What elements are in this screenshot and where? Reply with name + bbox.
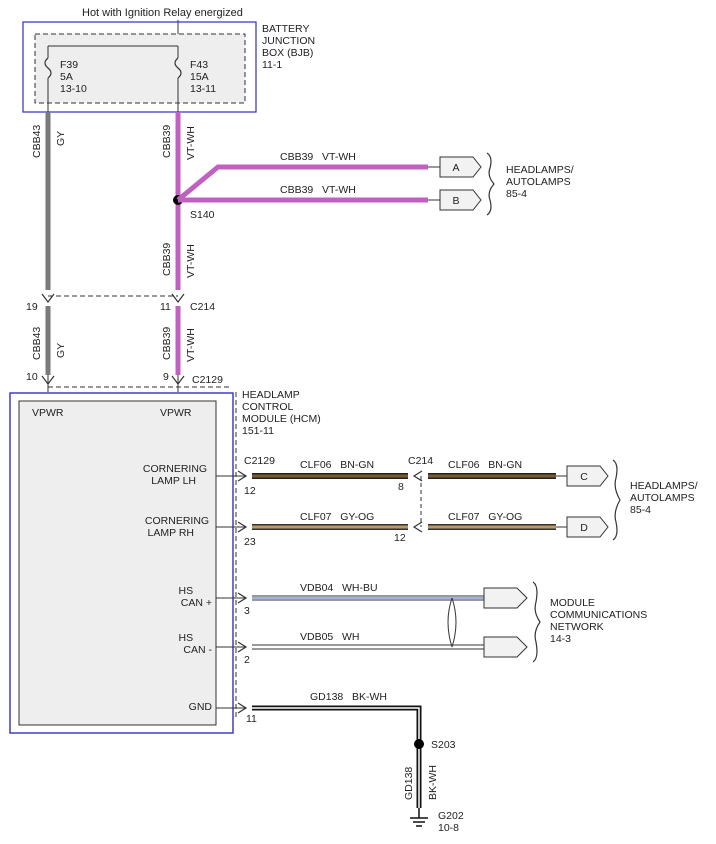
cbb39-upper-color: VT-WH bbox=[185, 126, 197, 160]
splice-s203 bbox=[414, 739, 424, 749]
ground-symbol-icon bbox=[410, 817, 428, 827]
pin-12-number: 12 bbox=[244, 485, 256, 497]
vpwr-left-label: VPWR bbox=[32, 407, 64, 419]
c214-pin12: 12 bbox=[394, 532, 406, 544]
pin-2-number: 2 bbox=[244, 654, 250, 666]
c214-pin8-arrow bbox=[412, 470, 423, 482]
c2129-right-arrow bbox=[171, 375, 185, 385]
c214-right-pin: 11 bbox=[160, 301, 171, 313]
headlamps-mid-brace bbox=[612, 459, 621, 541]
connector-a: A bbox=[439, 156, 482, 178]
hcm-title: HEADLAMP CONTROL MODULE (HCM) 151-11 bbox=[242, 389, 324, 437]
vdb04-label: VDB04 WH-BU bbox=[300, 582, 378, 594]
c214-right-arrow bbox=[171, 293, 185, 303]
fuse-f43-symbol bbox=[174, 57, 182, 79]
c214-left-arrow bbox=[41, 293, 55, 303]
connector-b: B bbox=[439, 189, 482, 211]
splice-s140-label: S140 bbox=[190, 209, 215, 221]
hcm-outline bbox=[9, 392, 234, 734]
connector-c: C bbox=[566, 465, 609, 487]
c2129-mid-label: C2129 bbox=[244, 455, 275, 467]
cbb43-upper-circuit: CBB43 bbox=[31, 125, 43, 158]
vpwr-right-label: VPWR bbox=[160, 407, 192, 419]
gd138-horizontal-label: GD138 BK-WH bbox=[310, 691, 387, 703]
can-minus-connector bbox=[483, 636, 528, 658]
network-brace bbox=[532, 581, 541, 663]
g202-label: G202 10-8 bbox=[438, 810, 467, 834]
svg-text:C: C bbox=[580, 471, 588, 483]
c214-inline-label: C214 bbox=[408, 455, 433, 467]
gd138-vertical-circuit: GD138 bbox=[403, 767, 415, 800]
pin-3-number: 3 bbox=[244, 605, 250, 617]
c2129-label: C2129 bbox=[192, 374, 223, 386]
headlamps-mid-label: HEADLAMPS/ AUTOLAMPS 85-4 bbox=[630, 480, 701, 516]
can-plus-connector bbox=[483, 587, 528, 609]
branch-a-label: CBB39 VT-WH bbox=[280, 151, 356, 163]
wire-gd138 bbox=[252, 707, 420, 808]
c2129-left-arrow bbox=[41, 375, 55, 385]
svg-text:A: A bbox=[452, 162, 459, 174]
cbb39-mid-color: VT-WH bbox=[185, 244, 197, 278]
cbb39-lower-circuit: CBB39 bbox=[161, 327, 173, 360]
wire-branch-a bbox=[176, 164, 428, 202]
fuse-f39-symbol bbox=[44, 57, 52, 79]
bjb-outline bbox=[22, 21, 257, 113]
pin-cornering-rh-label: CORNERING LAMP RH bbox=[145, 515, 212, 539]
svg-text:D: D bbox=[580, 522, 588, 534]
pin-hs-can-plus-label: HS CAN + bbox=[178, 585, 212, 609]
pin-hs-can-minus-label: HS CAN - bbox=[178, 632, 212, 656]
gd138-vertical-color: BK-WH bbox=[427, 765, 439, 800]
clf06-right-label: CLF06 BN-GN bbox=[448, 459, 522, 471]
cbb43-lower-circuit: CBB43 bbox=[31, 327, 43, 360]
cbb39-mid-circuit: CBB39 bbox=[161, 243, 173, 276]
fuse-f39-label: F39 5A 13-10 bbox=[60, 59, 87, 95]
clf07-left-label: CLF07 GY-OG bbox=[300, 511, 374, 523]
hcm-body bbox=[18, 400, 217, 726]
twisted-pair-symbol bbox=[447, 597, 457, 648]
branch-b-label: CBB39 VT-WH bbox=[280, 184, 356, 196]
connector-d: D bbox=[566, 516, 609, 538]
feed-label: Hot with Ignition Relay energized bbox=[82, 7, 243, 19]
c214-left-pin: 19 bbox=[26, 301, 38, 313]
pin-23-number: 23 bbox=[244, 536, 256, 548]
c214-pin12-arrow bbox=[412, 521, 423, 533]
c2129-left-pin: 10 bbox=[26, 371, 38, 383]
headlamps-top-brace bbox=[486, 152, 495, 216]
cbb39-upper-circuit: CBB39 bbox=[161, 125, 173, 158]
pin-gnd-label: GND bbox=[189, 701, 213, 713]
c2129-right-pin: 9 bbox=[163, 371, 169, 383]
splice-s203-label: S203 bbox=[431, 739, 456, 751]
bjb-title: BATTERY JUNCTION BOX (BJB) 11-1 bbox=[262, 23, 318, 71]
c214-pin8: 8 bbox=[398, 481, 404, 493]
cbb43-lower-color: GY bbox=[55, 343, 67, 358]
vdb05-label: VDB05 WH bbox=[300, 631, 360, 643]
cbb39-lower-color: VT-WH bbox=[185, 328, 197, 362]
headlamps-top-label: HEADLAMPS/ AUTOLAMPS 85-4 bbox=[506, 164, 577, 200]
cbb43-upper-color: GY bbox=[55, 131, 67, 146]
pin-cornering-lh-label: CORNERING LAMP LH bbox=[143, 463, 210, 487]
clf07-right-label: CLF07 GY-OG bbox=[448, 511, 522, 523]
svg-text:B: B bbox=[452, 195, 459, 207]
c214-label: C214 bbox=[190, 301, 215, 313]
pin-11-number: 11 bbox=[246, 713, 257, 725]
network-label: MODULE COMMUNICATIONS NETWORK 14-3 bbox=[550, 597, 650, 645]
fuse-f43-label: F43 15A 13-11 bbox=[190, 59, 216, 95]
clf06-left-label: CLF06 BN-GN bbox=[300, 459, 374, 471]
